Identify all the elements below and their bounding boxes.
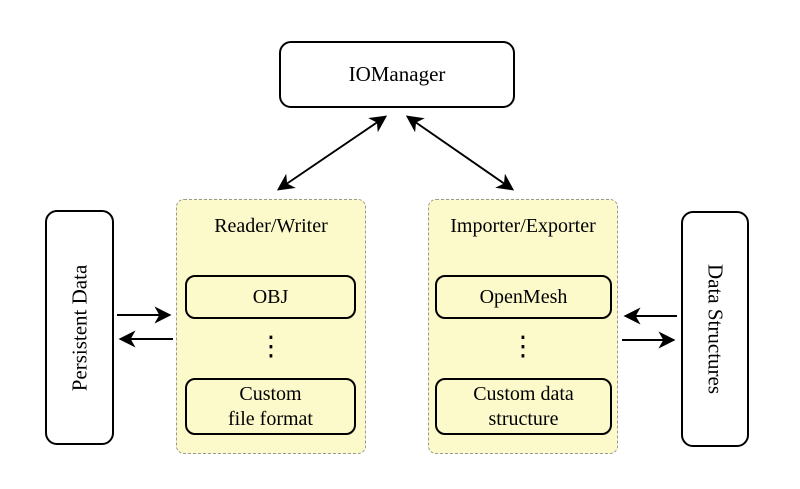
data-structures-label: Data Structures [703,263,728,395]
reader-writer-item-obj: OBJ [185,275,356,319]
importer-exporter-item-openmesh: OpenMesh [435,275,612,319]
persistent-data-label: Persistent Data [67,264,91,391]
importer-exporter-group: Importer/Exporter OpenMesh ⋮ Custom data… [428,199,618,454]
arrow-iomanager-importerexporter [405,115,515,191]
reader-writer-title: Reader/Writer [214,215,328,237]
reader-writer-group: Reader/Writer OBJ ⋮ Custom file format [176,199,366,454]
vertical-ellipsis: ⋮ [509,331,537,362]
arrow-iomanager-readerwriter [276,115,388,191]
io-manager-node: IOManager [279,41,515,108]
data-structures-node: Data Structures [681,211,749,447]
io-manager-label: IOManager [348,62,446,86]
importer-exporter-item-custom-data-structure: Custom data structure [435,378,612,435]
importer-exporter-title: Importer/Exporter [450,215,596,237]
reader-writer-item-custom-file-format: Custom file format [185,378,356,435]
vertical-ellipsis: ⋮ [257,331,285,362]
persistent-data-node: Persistent Data [45,210,114,445]
